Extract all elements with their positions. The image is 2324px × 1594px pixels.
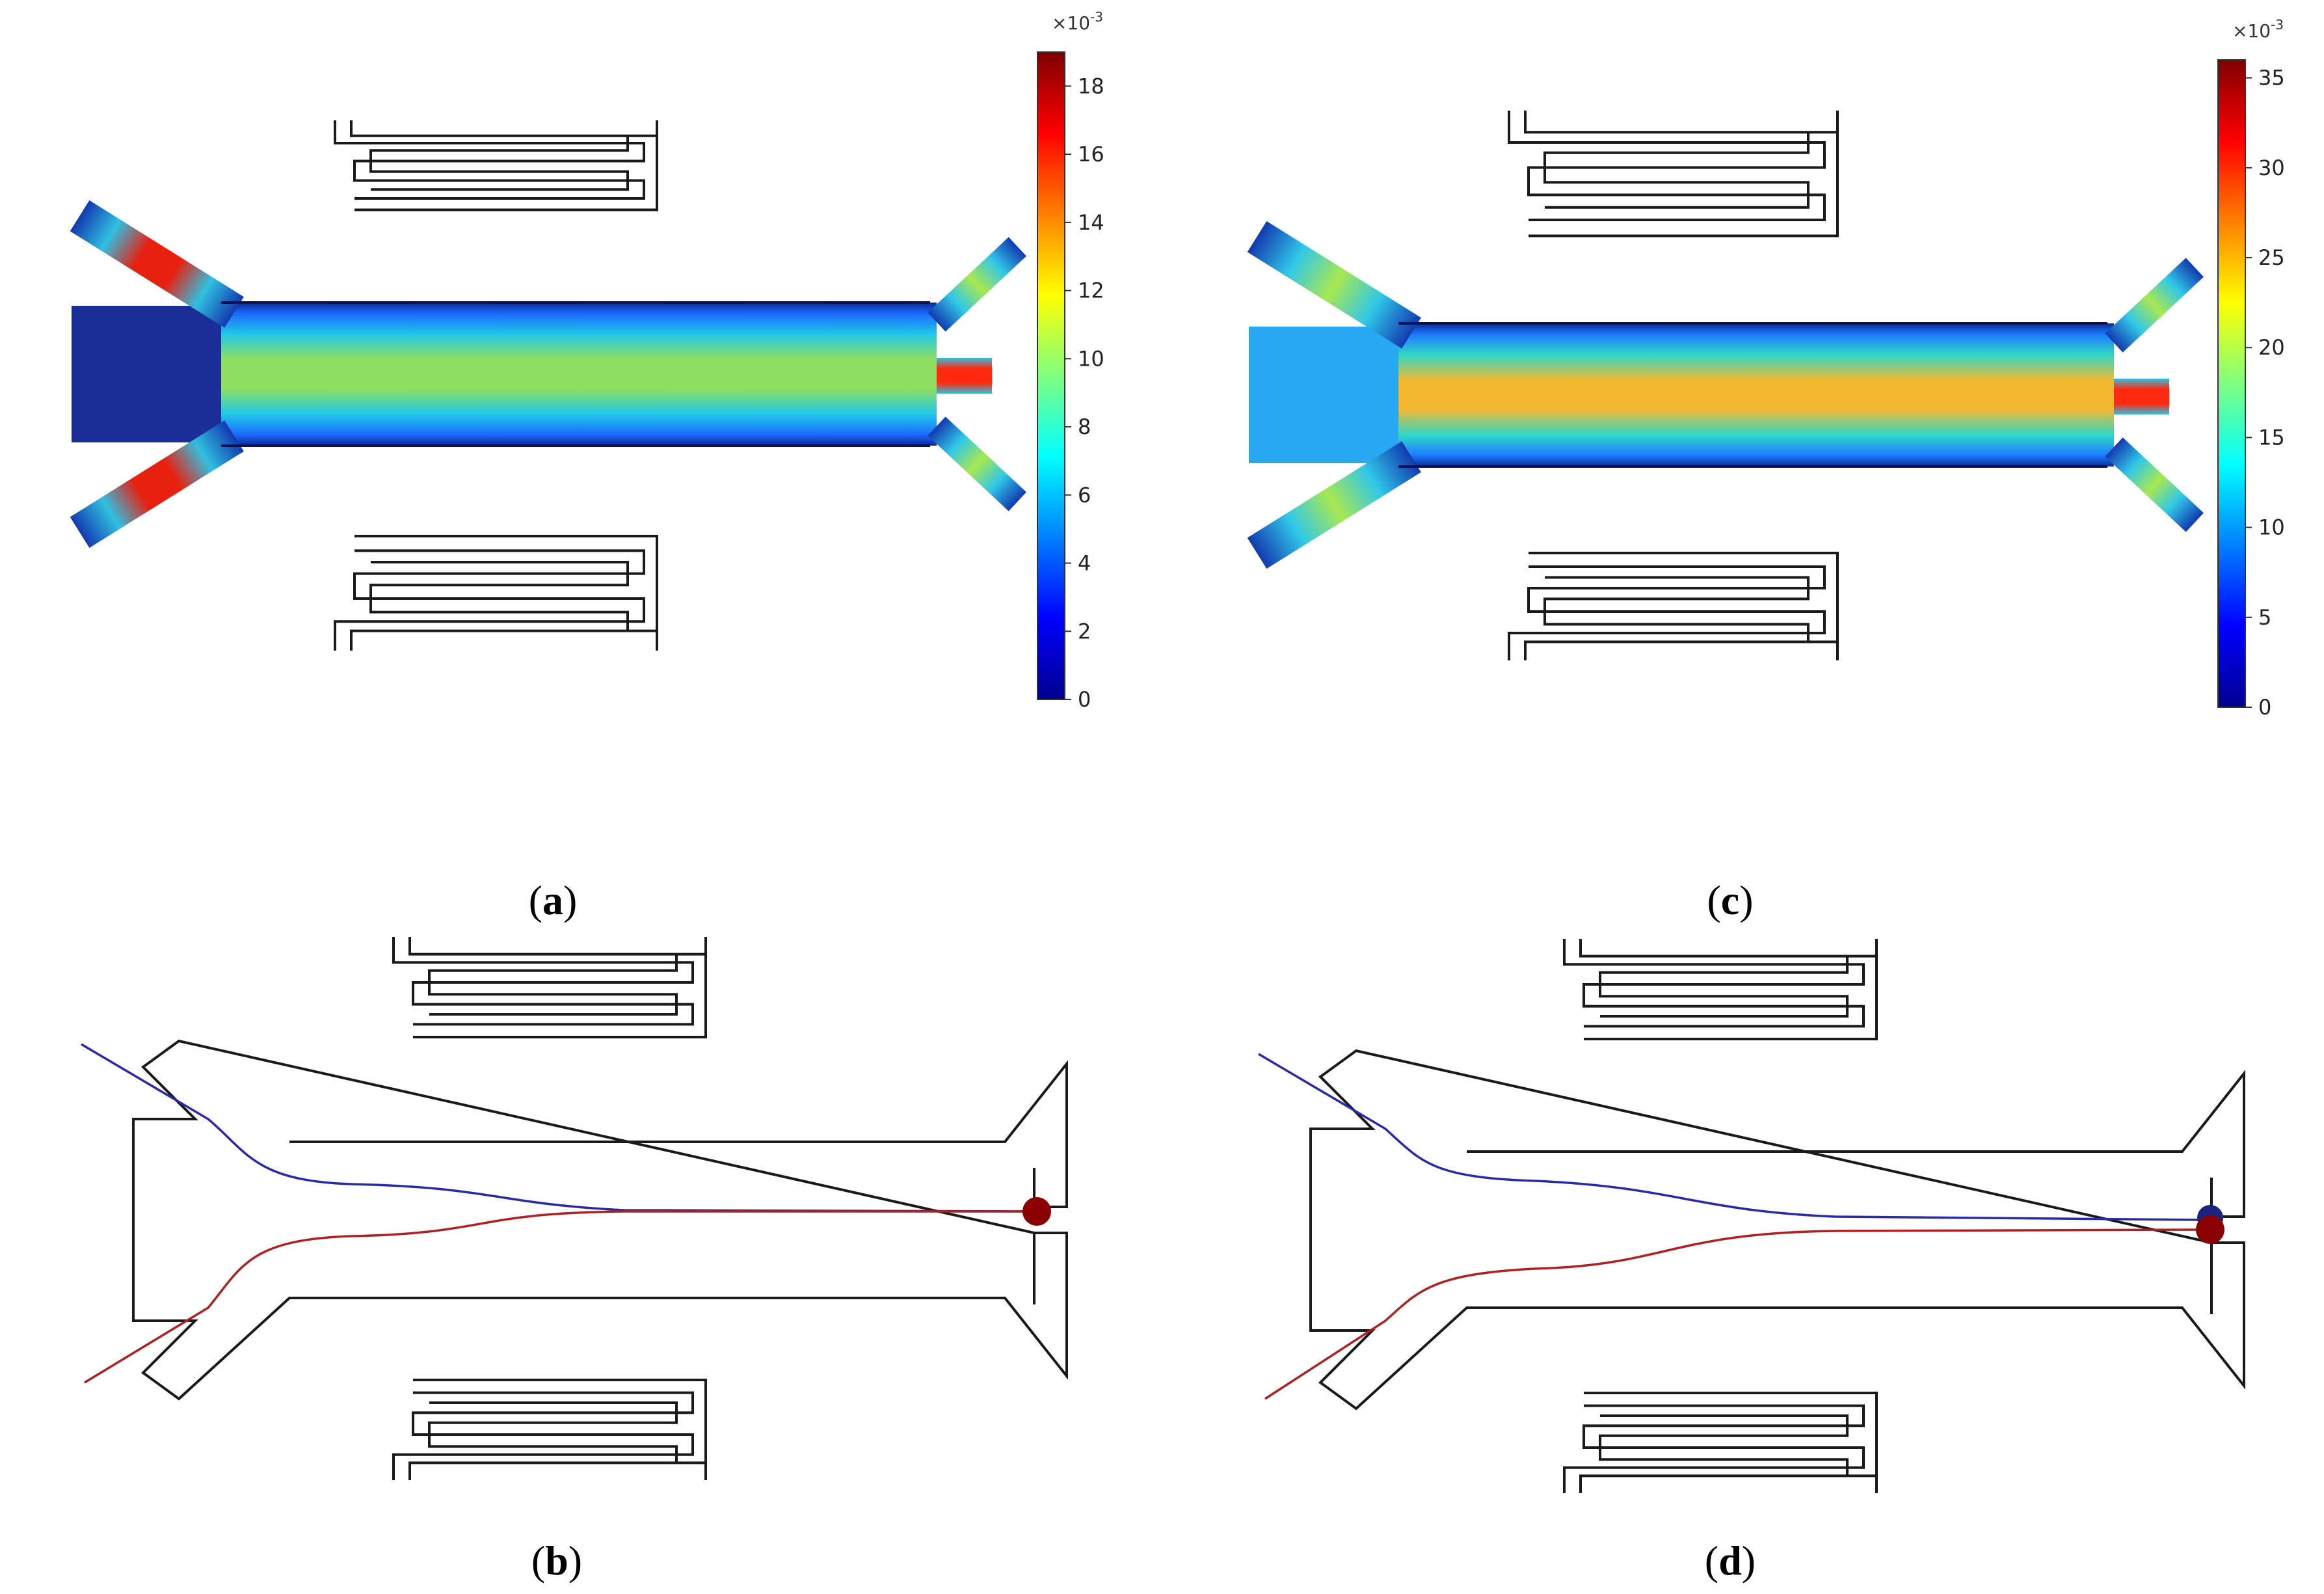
colorbar-a: ×10-3 0 2 4 6 8 10 12 14 16 18 — [1037, 9, 1104, 712]
panel-c-electrode-bottom-trace-2 — [1529, 552, 1839, 660]
colorbar-a-tick-label-0: 0 — [1078, 687, 1091, 712]
panel-c-electrode-bottom-trace-3 — [1543, 576, 1810, 642]
panel-b-trajectory-upper — [81, 1043, 1035, 1213]
colorbar-c-tick-label-3: 15 — [2258, 425, 2285, 450]
colorbar-a-tick-label-5: 10 — [1078, 346, 1104, 371]
panel-a-outlet-center — [937, 358, 992, 394]
panel-a — [70, 200, 1026, 548]
panel-b-electrode-bottom-trace-2 — [413, 1379, 707, 1480]
panel-d-particle-red — [2196, 1215, 2224, 1244]
panel-b — [81, 937, 1068, 1480]
colorbar-c-tick-label-5: 25 — [2258, 245, 2285, 270]
panel-c-electrode-bottom-trace-0 — [1508, 565, 1826, 660]
panel-d-electrode-top-trace-0 — [1563, 939, 1865, 1028]
panel-c-electrode-top-trace-3 — [1543, 132, 1810, 209]
panel-label-b: (b) — [531, 1537, 582, 1584]
panel-a-electrode-top-trace-0 — [334, 120, 645, 200]
panel-a-electrode-bottom-trace-2 — [354, 535, 658, 651]
panel-b-electrode-top-trace-3 — [428, 954, 678, 1016]
panel-d-electrode-top — [1563, 939, 1878, 1040]
colorbar-c: ×10-3 0 5 10 15 20 25 30 35 — [2217, 17, 2285, 720]
colorbar-c-tick-label-2: 10 — [2258, 515, 2285, 540]
panel-c-electrode-bottom-trace-1 — [1524, 640, 1837, 660]
colorbar-c-tick-label-4: 20 — [2258, 335, 2285, 360]
panel-a-electrode-top-trace-1 — [350, 120, 657, 137]
panel-c — [1247, 221, 2204, 569]
colorbar-c-multiplier: ×10-3 — [2232, 17, 2284, 42]
panel-a-chamber — [72, 306, 221, 442]
panel-label-d: (d) — [1705, 1537, 1756, 1584]
panel-c-outlet-center — [2114, 379, 2169, 414]
panel-c-outlet-top — [2105, 258, 2204, 353]
colorbar-a-tick-label-3: 6 — [1078, 483, 1091, 507]
panel-d-trajectory-lower — [1264, 1228, 2206, 1400]
panel-d-channel-outline — [1309, 1049, 2245, 1411]
panel-b-electrode-top-trace-1 — [408, 937, 706, 956]
panel-b-electrode-top-trace-0 — [392, 937, 694, 1026]
colorbar-c-gradient — [2217, 59, 2246, 708]
panel-d-electrode-top-trace-3 — [1599, 956, 1849, 1018]
panel-a-inlet-bottom — [70, 420, 244, 548]
colorbar-a-tick-label-6: 12 — [1078, 278, 1104, 303]
panel-label-c: (c) — [1707, 877, 1753, 923]
panel-b-electrode-bottom-trace-3 — [428, 1401, 678, 1463]
panel-d-electrode-bottom-trace-0 — [1563, 1404, 1865, 1493]
panel-a-electrode-bottom — [334, 535, 658, 651]
colorbar-c-tick-label-1: 5 — [2258, 605, 2271, 630]
colorbar-c-tick-label-0: 0 — [2258, 695, 2271, 720]
panel-d-electrode-top-trace-1 — [1579, 939, 1877, 958]
colorbar-a-gradient — [1037, 51, 1065, 700]
panel-d-electrode-bottom-trace-1 — [1579, 1474, 1877, 1493]
panel-d-trajectory-upper — [1258, 1053, 2206, 1221]
colorbar-a-tick-label-2: 4 — [1078, 551, 1091, 576]
panel-a-electrode-top-trace-2 — [354, 120, 658, 211]
colorbar-a-tick-label-1: 2 — [1078, 619, 1091, 643]
panel-a-main-channel — [215, 303, 937, 446]
colorbar-a-tick-label-9: 18 — [1078, 74, 1104, 98]
panel-b-electrode-top — [392, 937, 707, 1038]
panel-c-electrode-top-trace-1 — [1524, 111, 1837, 134]
panel-d-electrode-bottom — [1563, 1392, 1878, 1493]
panel-a-electrode-top — [334, 120, 658, 211]
panel-a-inlet-top — [70, 200, 244, 328]
panel-c-inlet-top — [1247, 221, 1421, 349]
panel-c-electrode-top-trace-0 — [1508, 111, 1826, 221]
panel-b-electrode-bottom-trace-0 — [392, 1391, 694, 1480]
colorbar-a-tick-label-8: 16 — [1078, 142, 1104, 167]
panel-c-electrode-top-trace-2 — [1529, 111, 1839, 237]
colorbar-a-tick-label-4: 8 — [1078, 414, 1091, 439]
panel-c-inlet-bottom — [1247, 441, 1421, 569]
panel-d-electrode-bottom-trace-2 — [1584, 1392, 1878, 1493]
panel-b-channel-outline — [132, 1039, 1068, 1401]
panel-b-particle — [1022, 1197, 1051, 1226]
panel-b-trajectory-lower — [84, 1210, 1034, 1384]
panel-a-outlet-bottom — [928, 416, 1026, 511]
panel-b-electrode-top-trace-2 — [413, 937, 707, 1038]
panel-a-electrode-top-trace-3 — [369, 135, 629, 191]
panel-d-electrode-top-trace-2 — [1584, 939, 1878, 1040]
panel-a-outlet-top — [928, 237, 1026, 332]
panel-a-electrode-bottom-trace-3 — [369, 561, 629, 631]
panel-label-a: (a) — [529, 877, 578, 923]
panel-c-electrode-bottom — [1508, 552, 1839, 660]
panel-c-outlet-bottom — [2105, 437, 2204, 532]
colorbar-c-tick-label-7: 35 — [2258, 66, 2285, 90]
panel-b-electrode-bottom-trace-1 — [408, 1461, 706, 1480]
panel-c-electrode-top — [1508, 111, 1839, 237]
panel-c-main-channel — [1392, 323, 2114, 466]
colorbar-a-tick-label-7: 14 — [1078, 210, 1104, 235]
colorbar-c-tick-label-6: 30 — [2258, 155, 2285, 180]
panel-a-electrode-bottom-trace-0 — [334, 549, 645, 651]
panel-c-chamber — [1249, 327, 1398, 463]
panel-a-electrode-bottom-trace-1 — [350, 629, 657, 651]
panel-d-electrode-bottom-trace-3 — [1599, 1414, 1849, 1476]
colorbar-a-multiplier: ×10-3 — [1052, 9, 1103, 34]
panel-d — [1258, 939, 2245, 1493]
panel-b-electrode-bottom — [392, 1379, 707, 1480]
